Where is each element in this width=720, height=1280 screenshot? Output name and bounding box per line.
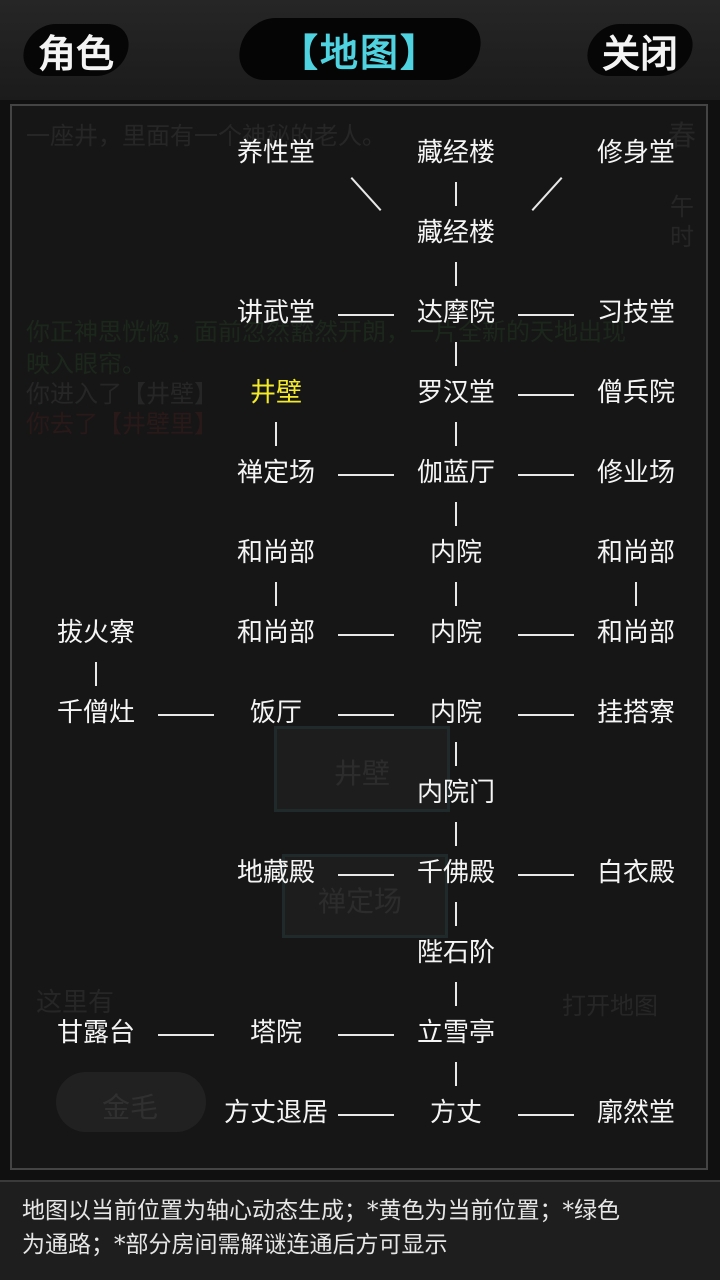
room-yangxingtang[interactable]: 养性堂 [236,138,316,168]
bg-log-1: 你正神思恍惚，面前忽然豁然开朗，一片全新的天地出现 [26,318,626,346]
path-h-8c [518,714,574,716]
path-v-2 [455,262,457,286]
room-heshangbu-2[interactable]: 和尚部 [596,538,676,568]
path-v-7a [95,662,97,686]
bg-room-box-1 [274,726,450,812]
room-neiyuanmen[interactable]: 内院门 [416,778,496,808]
path-h-3a [338,314,394,316]
room-bahuoliao[interactable]: 拔火寮 [56,618,136,648]
room-neiyuan-1[interactable]: 内院 [429,538,483,568]
room-tayuan[interactable]: 塔院 [249,1018,303,1048]
bg-log-2: 映入眼帘。 [26,350,146,378]
legend-line-1: 地图以当前位置为轴心动态生成；*黄色为当前位置；*绿色 [22,1198,620,1224]
path-v-9 [455,822,457,846]
room-guadaliao[interactable]: 挂搭寮 [596,698,676,728]
room-luohantang[interactable]: 罗汉堂 [416,378,496,408]
room-jiangwutang[interactable]: 讲武堂 [236,298,316,328]
path-h-13a [338,1114,394,1116]
room-damoyuan[interactable]: 达摩院 [416,298,496,328]
bg-room-label-1: 井壁 [334,757,391,790]
room-heshangbu-4[interactable]: 和尚部 [596,618,676,648]
bg-log-3: 你进入了【井壁】 [26,380,218,408]
path-v-3 [455,342,457,366]
path-diag-right [531,176,563,212]
path-v-10 [455,902,457,926]
header-bar: 角色 【地图】 关闭 [0,0,720,100]
path-v-5 [455,502,457,526]
path-v-1 [455,182,457,206]
path-h-3b [518,314,574,316]
room-xijitang[interactable]: 习技堂 [596,298,676,328]
room-baiyidian[interactable]: 白衣殿 [596,858,676,888]
legend-line-2: 为通路；*部分房间需解谜连通后方可显示 [22,1232,448,1258]
path-h-7b [518,634,574,636]
path-h-10a [338,874,394,876]
room-fanting[interactable]: 饭厅 [249,698,303,728]
path-v-11 [455,982,457,1006]
path-h-5b [518,474,574,476]
path-h-12b [338,1034,394,1036]
room-qielanting[interactable]: 伽蓝厅 [416,458,496,488]
path-h-4 [518,394,574,396]
bg-npc-pill [56,1072,206,1132]
map-graph: 养性堂 藏经楼 修身堂 藏经楼 讲武堂 达摩院 习技堂 井壁 罗汉堂 僧兵院 禅… [56,138,676,1128]
bg-description: 一座井，里面有一个神秘的老人。 [26,122,386,150]
path-diag-left [350,176,382,212]
map-panel: 一座井，里面有一个神秘的老人。 春 午时 你正神思恍惚，面前忽然豁然开朗，一片全… [10,104,708,1170]
room-bishijie[interactable]: 陛石阶 [416,938,496,968]
room-jingbi-current[interactable]: 井壁 [249,378,303,408]
room-neiyuan-2[interactable]: 内院 [429,618,483,648]
path-h-13b [518,1114,574,1116]
room-heshangbu-1[interactable]: 和尚部 [236,538,316,568]
room-fangzhang[interactable]: 方丈 [429,1098,483,1128]
path-v-6b [455,582,457,606]
room-heshangbu-3[interactable]: 和尚部 [236,618,316,648]
bg-map-button: 打开地图 [562,992,658,1020]
path-h-5a [338,474,394,476]
path-h-8a [158,714,214,716]
room-fangzhangtuiju[interactable]: 方丈退居 [223,1098,329,1128]
path-h-10b [518,874,574,876]
bg-room-box-2 [282,854,448,938]
room-sengbingyuan[interactable]: 僧兵院 [596,378,676,408]
bg-season: 春 [668,119,697,152]
path-v-6a [275,582,277,606]
room-lixueting[interactable]: 立雪亭 [416,1018,496,1048]
map-title-text: 【地图】 [279,29,440,75]
room-dizangdian[interactable]: 地藏殿 [236,858,316,888]
bg-log-4: 你去了【井壁里】 [26,410,218,438]
path-h-12a [158,1034,214,1036]
close-button[interactable]: 关闭 [570,18,710,82]
room-xiushentang[interactable]: 修身堂 [596,138,676,168]
path-v-4b [455,422,457,446]
map-title: 【地图】 [240,14,480,84]
room-xiuyechang[interactable]: 修业场 [596,458,676,488]
room-qiansengzao[interactable]: 千僧灶 [56,698,136,728]
bg-room-label-2: 禅定场 [318,885,403,918]
room-kuorantang[interactable]: 廓然堂 [596,1098,676,1128]
map-legend: 地图以当前位置为轴心动态生成；*黄色为当前位置；*绿色 为通路；*部分房间需解谜… [0,1180,720,1280]
room-cangjinglou[interactable]: 藏经楼 [416,218,496,248]
path-v-12 [455,1062,457,1086]
room-neiyuan-3[interactable]: 内院 [429,698,483,728]
room-qianfodian[interactable]: 千佛殿 [416,858,496,888]
path-h-7a [338,634,394,636]
bg-here-label: 这里有 [36,988,115,1018]
room-cangjinglou-top[interactable]: 藏经楼 [416,138,496,168]
room-chandingchang[interactable]: 禅定场 [236,458,316,488]
bg-time: 午时 [670,193,694,251]
path-v-6c [635,582,637,606]
path-h-8b [338,714,394,716]
path-v-4a [275,422,277,446]
room-ganlutai[interactable]: 甘露台 [56,1018,136,1048]
path-v-8 [455,742,457,766]
character-button[interactable]: 角色 [6,18,146,82]
bg-npc-name: 金毛 [102,1091,159,1124]
